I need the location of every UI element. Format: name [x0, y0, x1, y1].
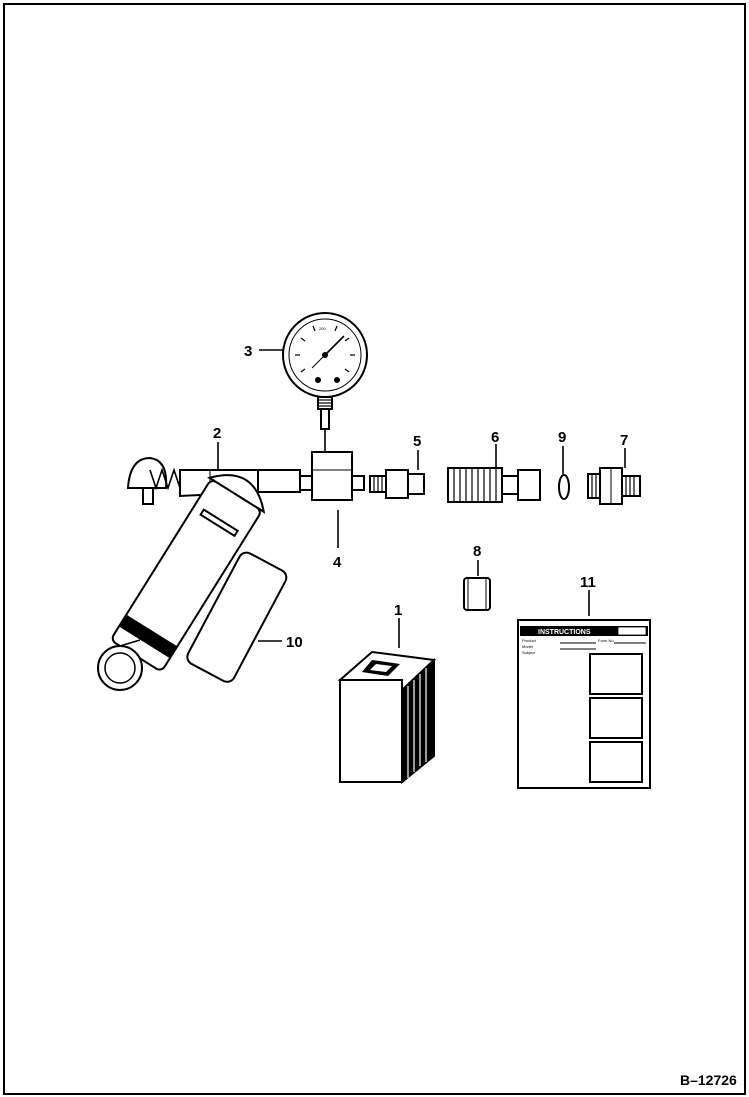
- adapter-fitting: [369, 469, 425, 499]
- callout-3: 3: [244, 343, 252, 360]
- instructions-form-field: Form No.: [598, 638, 615, 643]
- callout-5: 5: [413, 433, 421, 450]
- cap-nut: [463, 577, 491, 611]
- callout-2: 2: [213, 425, 221, 442]
- instructions-product-field: Product: [522, 638, 537, 643]
- instructions-sheet: INSTRUCTIONS Product Model Subject Form …: [517, 619, 651, 789]
- callout-4: 4: [333, 554, 342, 571]
- callout-9: 9: [558, 429, 566, 446]
- test-gun: [97, 456, 301, 691]
- callouts: 3 2 4 5 6 9 7 8 1 11 10: [213, 343, 628, 651]
- callout-6: 6: [491, 429, 499, 446]
- diagram-frame: [3, 3, 746, 1095]
- tee-fitting: [299, 429, 365, 501]
- callout-8: 8: [473, 543, 481, 560]
- callout-1: 1: [394, 602, 402, 619]
- storage-case: [337, 650, 437, 785]
- straight-adapter: [587, 467, 641, 505]
- instructions-model-field: Model: [522, 644, 533, 649]
- pressure-gauge: 200: [282, 312, 368, 430]
- callout-10: 10: [286, 634, 303, 651]
- callout-11: 11: [580, 574, 596, 591]
- figure-reference: B–12726: [680, 1072, 737, 1088]
- instructions-title: INSTRUCTIONS: [538, 629, 591, 636]
- quick-coupler: [447, 467, 541, 503]
- o-ring: [558, 474, 570, 500]
- cartridge: [186, 551, 288, 683]
- callout-7: 7: [620, 432, 628, 449]
- instructions-subject-field: Subject: [522, 650, 536, 655]
- leader-lines: [217, 349, 626, 648]
- svg-text:200: 200: [319, 326, 326, 331]
